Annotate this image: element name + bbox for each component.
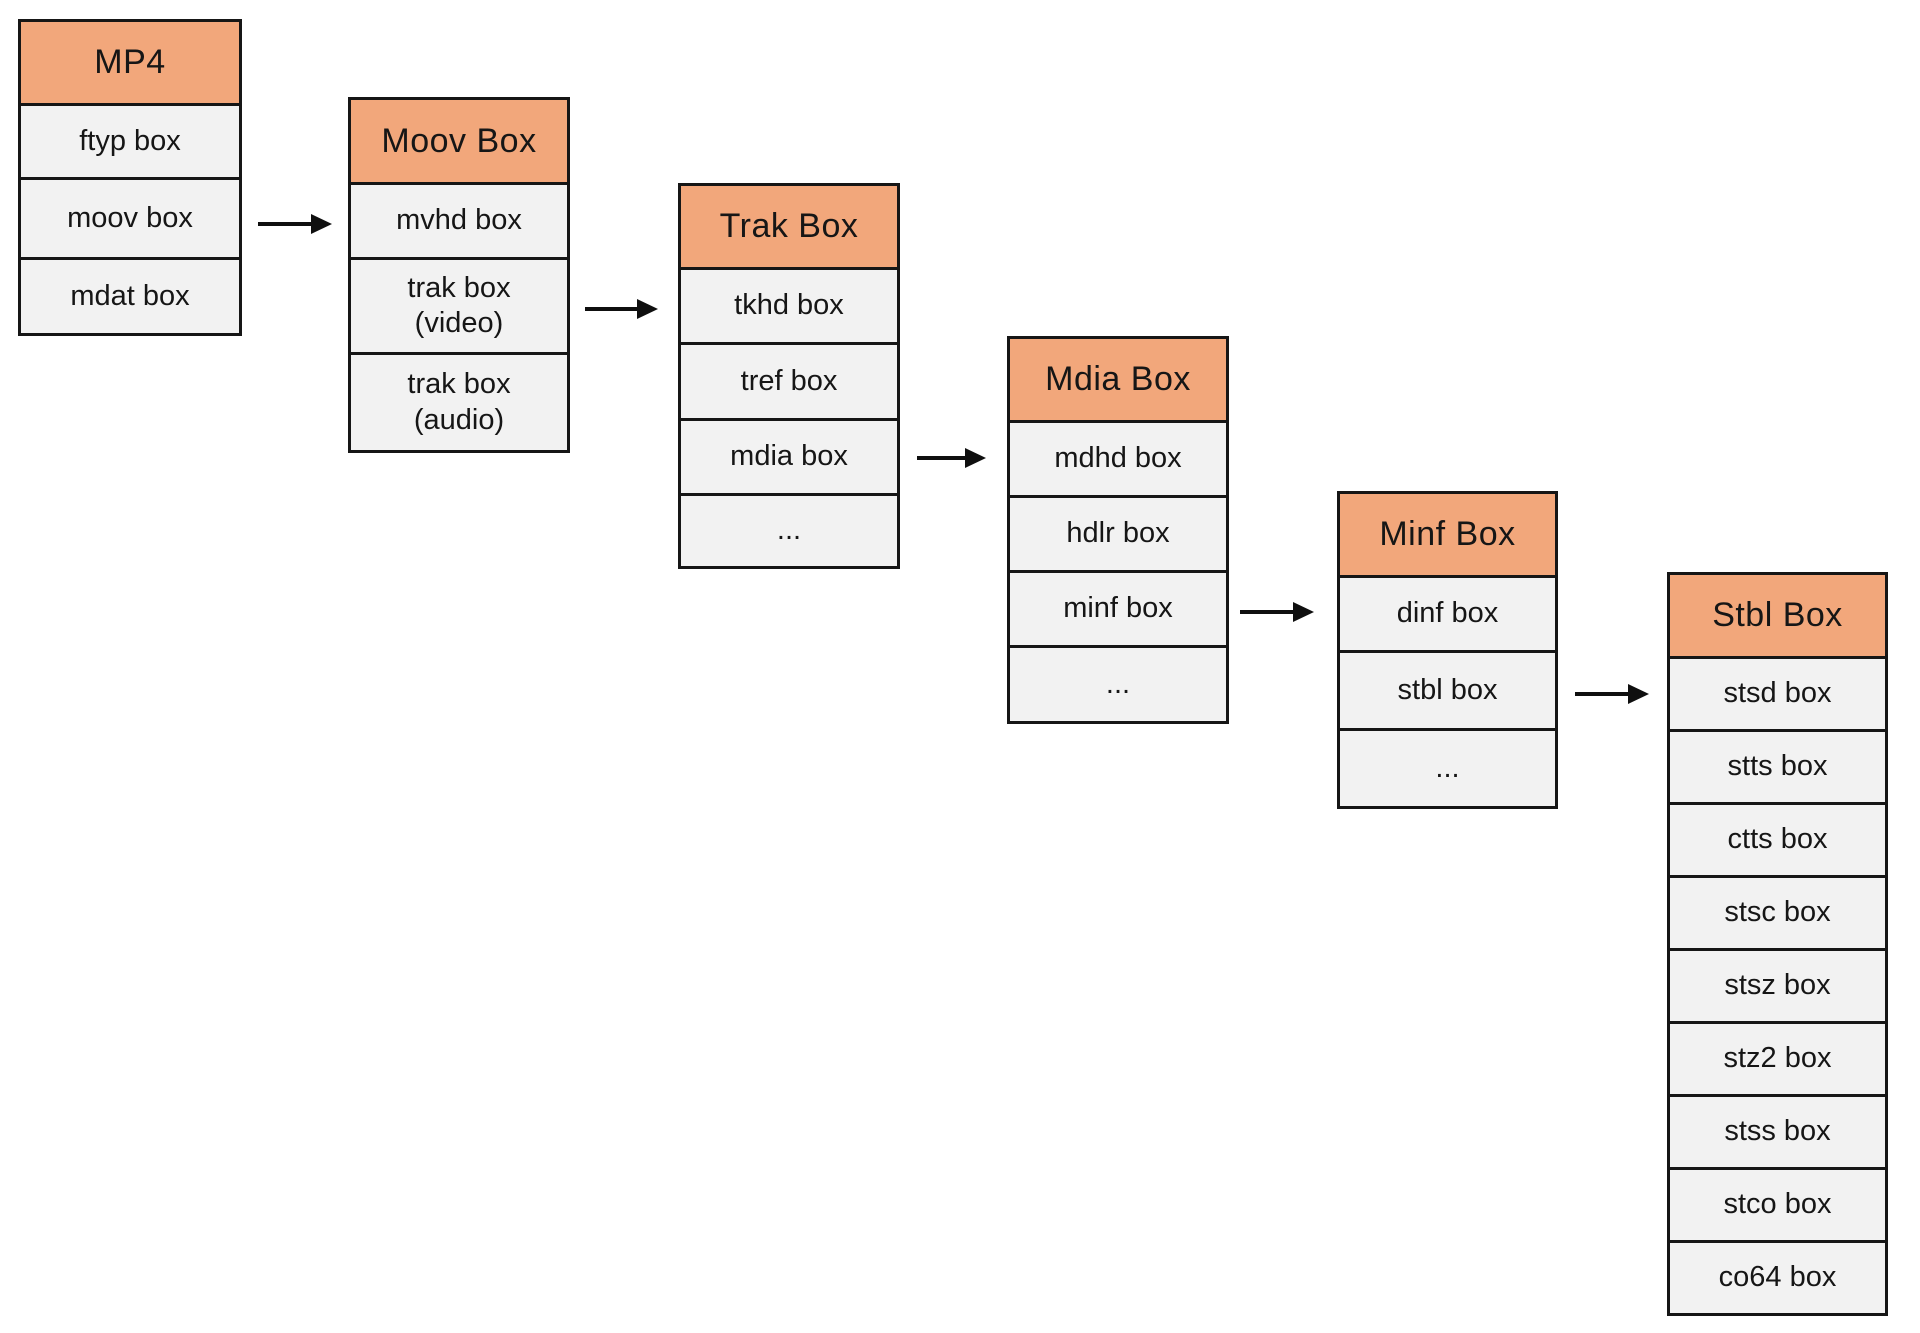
arrow-head-icon [637,299,658,319]
node-stbl-row-stsd: stsd box [1670,659,1885,732]
arrow-shaft [585,307,641,311]
node-moov-title: Moov Box [351,100,567,185]
arrow-shaft [1240,610,1297,614]
arrow-shaft [258,222,315,226]
arrow-head-icon [1293,602,1314,622]
arrow-head-icon [311,214,332,234]
node-trak-row-tkhd: tkhd box [681,270,897,345]
node-trak-row-mdia: mdia box [681,421,897,496]
node-stbl-title: Stbl Box [1670,575,1885,659]
node-mdia-title: Mdia Box [1010,339,1226,423]
node-moov: Moov Box mvhd box trak box (video) trak … [348,97,570,453]
node-stbl-row-stss: stss box [1670,1097,1885,1170]
node-minf-row-dinf: dinf box [1340,578,1555,653]
node-trak: Trak Box tkhd box tref box mdia box ... [678,183,900,569]
node-stbl-row-co64: co64 box [1670,1243,1885,1313]
node-mdia-row-minf: minf box [1010,573,1226,648]
node-stbl-row-stsc: stsc box [1670,878,1885,951]
node-mp4: MP4 ftyp box moov box mdat box [18,19,242,336]
node-mp4-row-moov: moov box [21,180,239,260]
node-minf-row-ellipsis: ... [1340,731,1555,806]
arrow-shaft [917,456,969,460]
node-mp4-row-ftyp: ftyp box [21,106,239,180]
node-trak-row-ellipsis: ... [681,496,897,566]
node-trak-title: Trak Box [681,186,897,270]
node-mdia-row-hdlr: hdlr box [1010,498,1226,573]
node-stbl-row-stts: stts box [1670,732,1885,805]
node-minf-title: Minf Box [1340,494,1555,578]
node-stbl-row-stsz: stsz box [1670,951,1885,1024]
node-minf: Minf Box dinf box stbl box ... [1337,491,1558,809]
node-stbl-row-stco: stco box [1670,1170,1885,1243]
arrow-head-icon [965,448,986,468]
node-trak-row-tref: tref box [681,345,897,421]
node-moov-row-trak-audio: trak box (audio) [351,355,567,450]
node-stbl-row-ctts: ctts box [1670,805,1885,878]
node-moov-row-mvhd: mvhd box [351,185,567,260]
node-mp4-row-mdat: mdat box [21,260,239,333]
arrow-shaft [1575,692,1632,696]
node-mdia-row-ellipsis: ... [1010,648,1226,721]
arrow-head-icon [1628,684,1649,704]
node-stbl: Stbl Box stsd box stts box ctts box stsc… [1667,572,1888,1316]
node-moov-row-trak-video: trak box (video) [351,260,567,355]
node-stbl-row-stz2: stz2 box [1670,1024,1885,1097]
node-mdia-row-mdhd: mdhd box [1010,423,1226,498]
node-mp4-title: MP4 [21,22,239,106]
node-minf-row-stbl: stbl box [1340,653,1555,731]
node-mdia: Mdia Box mdhd box hdlr box minf box ... [1007,336,1229,724]
